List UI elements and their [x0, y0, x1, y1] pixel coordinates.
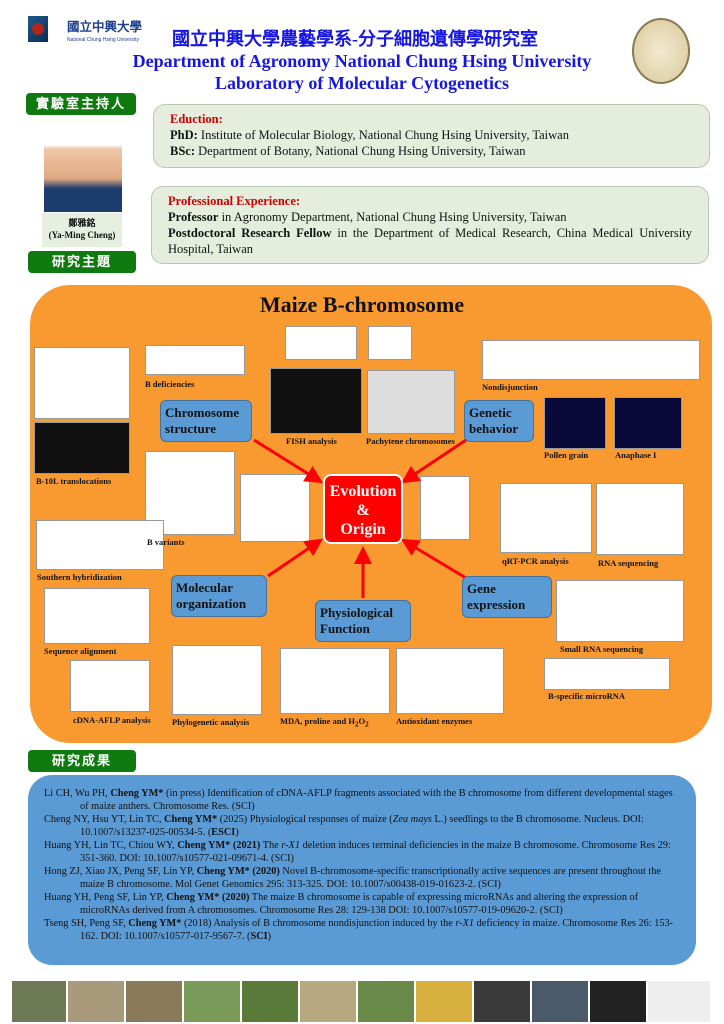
experience-box: Professional Experience: Professor in Ag… — [151, 186, 709, 264]
figure-karyotype — [368, 326, 412, 360]
field-photo — [126, 981, 182, 1022]
field-photo — [68, 981, 124, 1022]
section-label-results: 研究成果 — [28, 750, 136, 772]
caption: qRT-PCR analysis — [502, 556, 569, 566]
figure-southern — [36, 520, 164, 570]
caption: Southern hybridization — [37, 572, 122, 582]
lab-seal-icon — [632, 18, 690, 84]
topic-gene-expression: Gene expression — [462, 576, 552, 618]
publication-item: Hong ZJ, Xiao JX, Peng SF, Lin YP, Cheng… — [44, 866, 661, 890]
education-item: PhD: Institute of Molecular Biology, Nat… — [170, 128, 569, 142]
figure-b-deficiencies — [145, 345, 245, 375]
caption: MDA, proline and H2O2 — [280, 716, 369, 729]
title-english-2: Laboratory of Molecular Cytogenetics — [214, 73, 510, 93]
experience-item: Postdoctoral Research Fellow in the Depa… — [168, 226, 692, 256]
topic-molecular-organization: Molecular organization — [171, 575, 267, 617]
research-title: Maize B-chromosome — [259, 292, 465, 317]
experience-heading: Professional Experience: — [168, 194, 301, 208]
topic-chromosome-structure: Chromosome structure — [160, 400, 252, 442]
caption: Nondisjunction — [482, 382, 538, 392]
education-item: BSc: Department of Botany, National Chun… — [170, 144, 526, 158]
field-photo — [300, 981, 356, 1022]
field-photo — [590, 981, 646, 1022]
caption: Pachytene chromosomes — [366, 436, 455, 446]
field-photo — [184, 981, 240, 1022]
figure-sequence — [420, 476, 470, 540]
figure-nondisjunction — [482, 340, 700, 380]
section-label-pi: 實驗室主持人 — [26, 93, 136, 115]
figure-small-rna — [556, 580, 684, 642]
caption: cDNA-AFLP analysis — [73, 715, 151, 725]
field-photo — [416, 981, 472, 1022]
topic-genetic-behavior: Genetic behavior — [464, 400, 534, 442]
publication-item: Li CH, Wu PH, Cheng YM* (in press) Ident… — [44, 788, 673, 812]
figure-seq-alignment — [44, 588, 150, 644]
figure-cdna-aflp — [70, 660, 150, 712]
pi-name-en: (Ya-Ming Cheng) — [48, 230, 116, 240]
caption: Pollen grain — [544, 450, 589, 460]
field-photo — [532, 981, 588, 1022]
field-photo — [12, 981, 66, 1022]
figure-chromosome — [285, 326, 357, 360]
logo-subtext: National Chung Hsing University — [67, 37, 139, 43]
education-box: Eduction: PhD: Institute of Molecular Bi… — [153, 104, 710, 168]
figure-mda — [280, 648, 390, 714]
pi-photo — [44, 128, 122, 212]
pi-name: 鄭雅銘 (Ya-Ming Cheng) — [42, 213, 122, 247]
figure-b10l-fish — [34, 422, 130, 474]
topic-physiological-function: Physiological Function — [315, 600, 411, 642]
title-chinese: 國立中興大學農藝學系-分子細胞遺傳學研究室 — [172, 29, 538, 49]
caption: FISH analysis — [286, 436, 337, 446]
figure-microrna — [544, 658, 670, 690]
caption: Small RNA sequencing — [560, 644, 644, 654]
field-photo — [648, 981, 710, 1022]
caption: B variants — [147, 537, 185, 547]
caption: B deficiencies — [145, 379, 195, 389]
logo-text: 國立中興大學 — [67, 20, 143, 34]
section-label-topics: 研究主題 — [28, 251, 136, 273]
university-logo-icon — [28, 16, 48, 42]
title-english-1: Department of Agronomy National Chung Hs… — [132, 51, 592, 71]
figure-qrt-pcr — [500, 483, 592, 553]
publication-item: Tseng SH, Peng SF, Cheng YM* (2018) Anal… — [44, 918, 674, 942]
publication-item: Huang YH, Peng SF, Lin YP, Cheng YM* (20… — [44, 892, 639, 916]
publication-item: Huang YH, Lin TC, Chiou WY, Cheng YM* (2… — [44, 840, 671, 864]
figure-diagram — [240, 474, 310, 542]
field-photo — [358, 981, 414, 1022]
caption: Sequence alignment — [44, 646, 117, 656]
evolution-origin-box: Evolution & Origin — [323, 474, 403, 544]
publication-item: Cheng NY, Hsu YT, Lin TC, Cheng YM* (202… — [44, 814, 644, 838]
caption: Phylogenetic analysis — [172, 717, 250, 727]
publications-list: Li CH, Wu PH, Cheng YM* (in press) Ident… — [28, 775, 696, 965]
figure-anaphase — [614, 397, 682, 449]
figure-fish — [270, 368, 362, 434]
field-photo — [474, 981, 530, 1022]
experience-item: Professor in Agronomy Department, Nation… — [168, 210, 567, 224]
education-heading: Eduction: — [170, 112, 223, 126]
caption: B-10L translocations — [36, 476, 112, 486]
figure-antioxidant — [396, 648, 504, 714]
caption: Antioxidant enzymes — [396, 716, 473, 726]
figure-b10l — [34, 347, 130, 419]
pi-name-cn: 鄭雅銘 — [68, 218, 96, 228]
caption: Anaphase I — [615, 450, 657, 460]
figure-pollen — [544, 397, 606, 449]
field-photo — [242, 981, 298, 1022]
figure-pachytene — [367, 370, 455, 434]
figure-rna-seq — [596, 483, 684, 555]
caption: RNA sequencing — [598, 558, 659, 568]
caption: B-specific microRNA — [548, 691, 626, 701]
figure-phylogenetic — [172, 645, 262, 715]
